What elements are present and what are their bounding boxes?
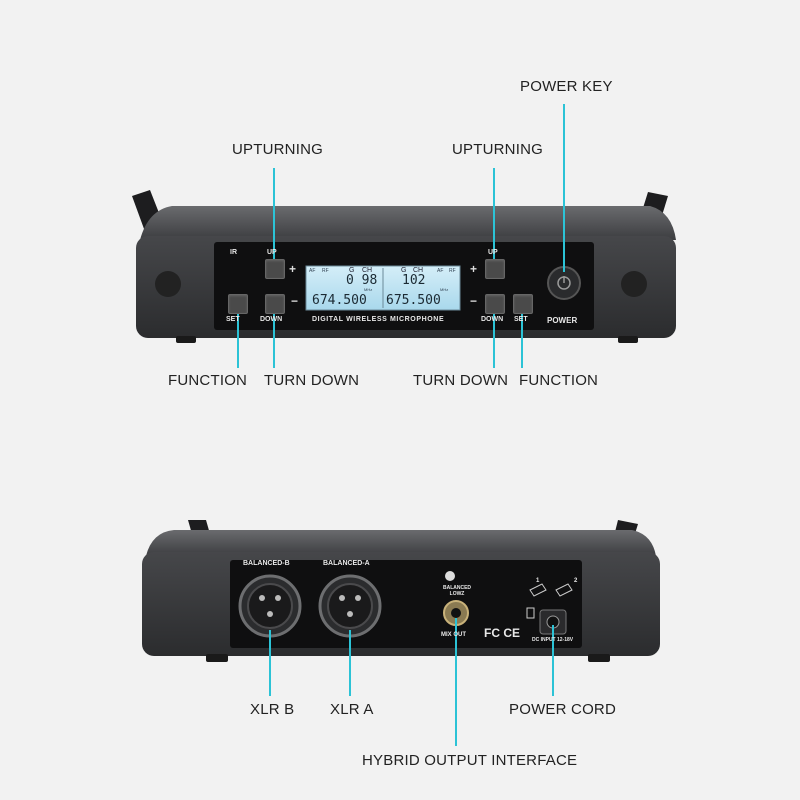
set-button-right[interactable] <box>513 294 533 314</box>
minus-sign-right: − <box>470 294 478 308</box>
weee-bin-icon <box>526 607 535 619</box>
label-upturning-right: UPTURNING <box>452 141 543 158</box>
down-button-left[interactable] <box>265 294 285 314</box>
lcd-rf-right: RF <box>449 268 456 274</box>
minus-sign-left: − <box>291 294 299 308</box>
dc-input-label: DC INPUT 12-18V <box>532 637 574 643</box>
dc-input-socket[interactable] <box>540 610 566 634</box>
set-button-left[interactable] <box>228 294 248 314</box>
set-label-right: SET <box>514 316 528 323</box>
lcd-ch-left: CH <box>362 267 373 274</box>
balanced-a-label: BALANCED-A <box>323 560 370 567</box>
balanced-lowz-label: BALANCED LOWZ <box>442 585 472 597</box>
xlr-b-socket[interactable] <box>240 576 300 636</box>
back-foot-left <box>206 654 228 662</box>
set-label-left: SET <box>226 316 240 323</box>
up-label-right: UP <box>488 249 498 256</box>
power-label: POWER <box>547 316 578 325</box>
headphone-icon <box>445 571 455 581</box>
lcd-group-right: G <box>401 267 407 274</box>
up-label-left: UP <box>267 249 277 256</box>
front-foot-right <box>618 336 638 343</box>
plus-sign-right: + <box>470 262 478 276</box>
down-label-right: DOWN <box>481 316 504 323</box>
up-button-left[interactable] <box>265 259 285 279</box>
leader-lines <box>237 104 565 746</box>
label-power-key: POWER KEY <box>520 78 613 95</box>
label-function-left: FUNCTION <box>168 372 248 389</box>
lcd-rf-left: RF <box>322 268 329 274</box>
label-turn-down-right: TURN DOWN <box>413 372 509 389</box>
front-foot-left <box>176 336 196 343</box>
mix-out-socket[interactable] <box>444 601 468 625</box>
brand-strip: DIGITAL WIRELESS MICROPHONE <box>312 316 445 323</box>
lcd-group-left: G <box>349 267 355 274</box>
mix-out-jack <box>443 600 469 626</box>
lcd-channel-right: 102 <box>402 273 426 288</box>
label-turn-down-left: TURN DOWN <box>264 372 360 389</box>
lcd-af-left: AF <box>309 268 316 274</box>
down-label-left: DOWN <box>260 316 283 323</box>
back-foot-right <box>588 654 610 662</box>
power-button[interactable] <box>548 267 580 299</box>
front-top-surface <box>140 206 676 240</box>
plus-sign-left: + <box>289 262 297 276</box>
label-xlr-b: XLR B <box>250 701 295 718</box>
back-connector-panel <box>230 560 582 648</box>
plug-step1-icon <box>529 583 547 597</box>
mix-out-label: MIX OUT <box>441 632 466 638</box>
lcd-af-right: AF <box>437 268 444 274</box>
plug-step2-icon <box>555 583 573 597</box>
label-xlr-a: XLR A <box>330 701 374 718</box>
fc-ce-mark: FC CE <box>484 626 520 640</box>
back-unit <box>142 520 660 662</box>
ir-label: IR <box>230 249 237 256</box>
label-function-right: FUNCTION <box>519 372 599 389</box>
up-button-right[interactable] <box>485 259 505 279</box>
lcd-channel-left: 0 98 <box>346 273 378 288</box>
label-power-cord: POWER CORD <box>509 701 616 718</box>
lcd-ch-right: CH <box>413 267 424 274</box>
step1-number: 1 <box>536 578 540 584</box>
balanced-b-label: BALANCED-B <box>243 560 290 567</box>
lcd-mhz-left: MHz <box>364 287 373 292</box>
label-hybrid-output: HYBRID OUTPUT INTERFACE <box>362 752 578 769</box>
down-button-right[interactable] <box>485 294 505 314</box>
xlr-a-connector <box>318 574 382 638</box>
xlr-b-connector <box>238 574 302 638</box>
step2-number: 2 <box>574 578 578 584</box>
right-antenna-base <box>621 271 647 297</box>
back-top-surface <box>146 530 656 556</box>
lcd-mhz-right: MHz <box>440 287 449 292</box>
xlr-a-socket[interactable] <box>320 576 380 636</box>
left-antenna-base <box>155 271 181 297</box>
label-upturning-left: UPTURNING <box>232 141 323 158</box>
lcd-frequency-left: 674.500 <box>312 293 367 308</box>
lcd-frequency-right: 675.500 <box>386 293 441 308</box>
